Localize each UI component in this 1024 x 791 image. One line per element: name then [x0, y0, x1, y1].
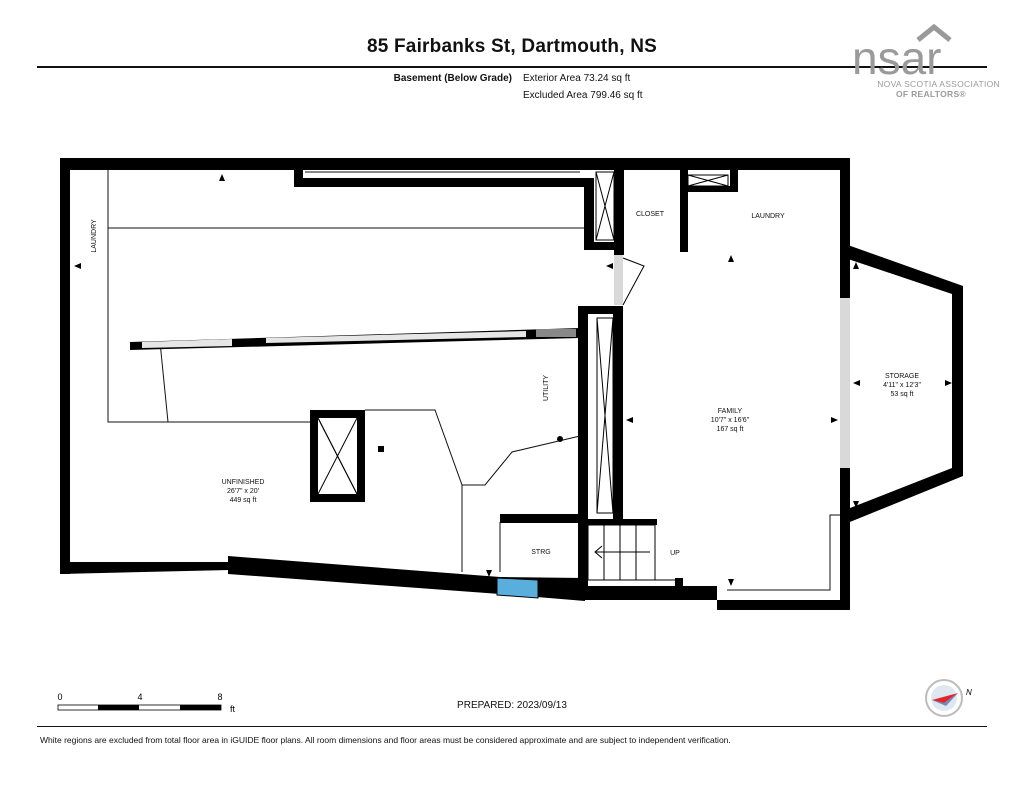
scale-bar: 0 4 8 ft	[57, 692, 236, 714]
logo-tagline-1: NOVA SCOTIA ASSOCIATION	[877, 79, 1000, 89]
header-divider	[37, 66, 987, 68]
scale-unit: ft	[230, 704, 236, 714]
room-label-unfinished: UNFINISHED	[222, 479, 265, 486]
footer-divider	[37, 726, 987, 727]
room-area-unfinished: 449 sq ft	[230, 497, 257, 504]
room-label-closet: CLOSET	[636, 211, 665, 218]
room-dims-unfinished: 26'7" x 20'	[227, 488, 259, 495]
room-dims-family: 10'7" x 16'6"	[711, 417, 750, 424]
room-area-family: 167 sq ft	[717, 426, 744, 433]
page-title: 85 Fairbanks St, Dartmouth, NS	[366, 36, 657, 57]
drain-marker	[557, 436, 563, 442]
room-dims-storage: 4'11" x 12'3"	[883, 382, 921, 389]
scale-tick-0: 0	[57, 692, 62, 702]
interior-lines	[107, 170, 850, 591]
room-label-family: FAMILY	[718, 408, 743, 415]
walls	[60, 158, 963, 610]
beam	[130, 328, 580, 350]
window	[496, 577, 539, 599]
camera-arrows	[74, 174, 952, 586]
nsar-logo: nsar	[852, 24, 952, 84]
logo-mark: nsar	[852, 32, 941, 84]
openings	[614, 255, 850, 468]
house-roof-icon	[916, 24, 952, 42]
room-label-strg: STRG	[531, 549, 550, 556]
logo-tagline-2: OF REALTORS®	[896, 89, 966, 99]
floor-level-label: Basement (Below Grade)	[393, 73, 512, 84]
compass-icon: N	[925, 679, 972, 717]
prepared-date: PREPARED: 2023/09/13	[457, 700, 567, 711]
stairs	[587, 524, 678, 581]
post-marker	[378, 446, 384, 452]
room-label-laundry-right: LAUNDRY	[751, 213, 785, 220]
scale-tick-8: 8	[217, 692, 222, 702]
x-boxes	[595, 171, 729, 514]
room-label-laundry-left: LAUNDRY	[91, 219, 98, 253]
exterior-area: Exterior Area 73.24 sq ft	[523, 73, 631, 84]
chimney	[310, 410, 365, 502]
room-label-storage: STORAGE	[885, 373, 919, 380]
excluded-area: Excluded Area 799.46 sq ft	[523, 90, 643, 101]
scale-tick-4: 4	[137, 692, 142, 702]
room-label-utility: UTILITY	[543, 375, 550, 401]
stairs-up-label: UP	[670, 550, 680, 557]
disclaimer-text: White regions are excluded from total fl…	[40, 735, 731, 745]
compass-north-label: N	[966, 688, 972, 697]
room-area-storage: 53 sq ft	[891, 391, 914, 398]
